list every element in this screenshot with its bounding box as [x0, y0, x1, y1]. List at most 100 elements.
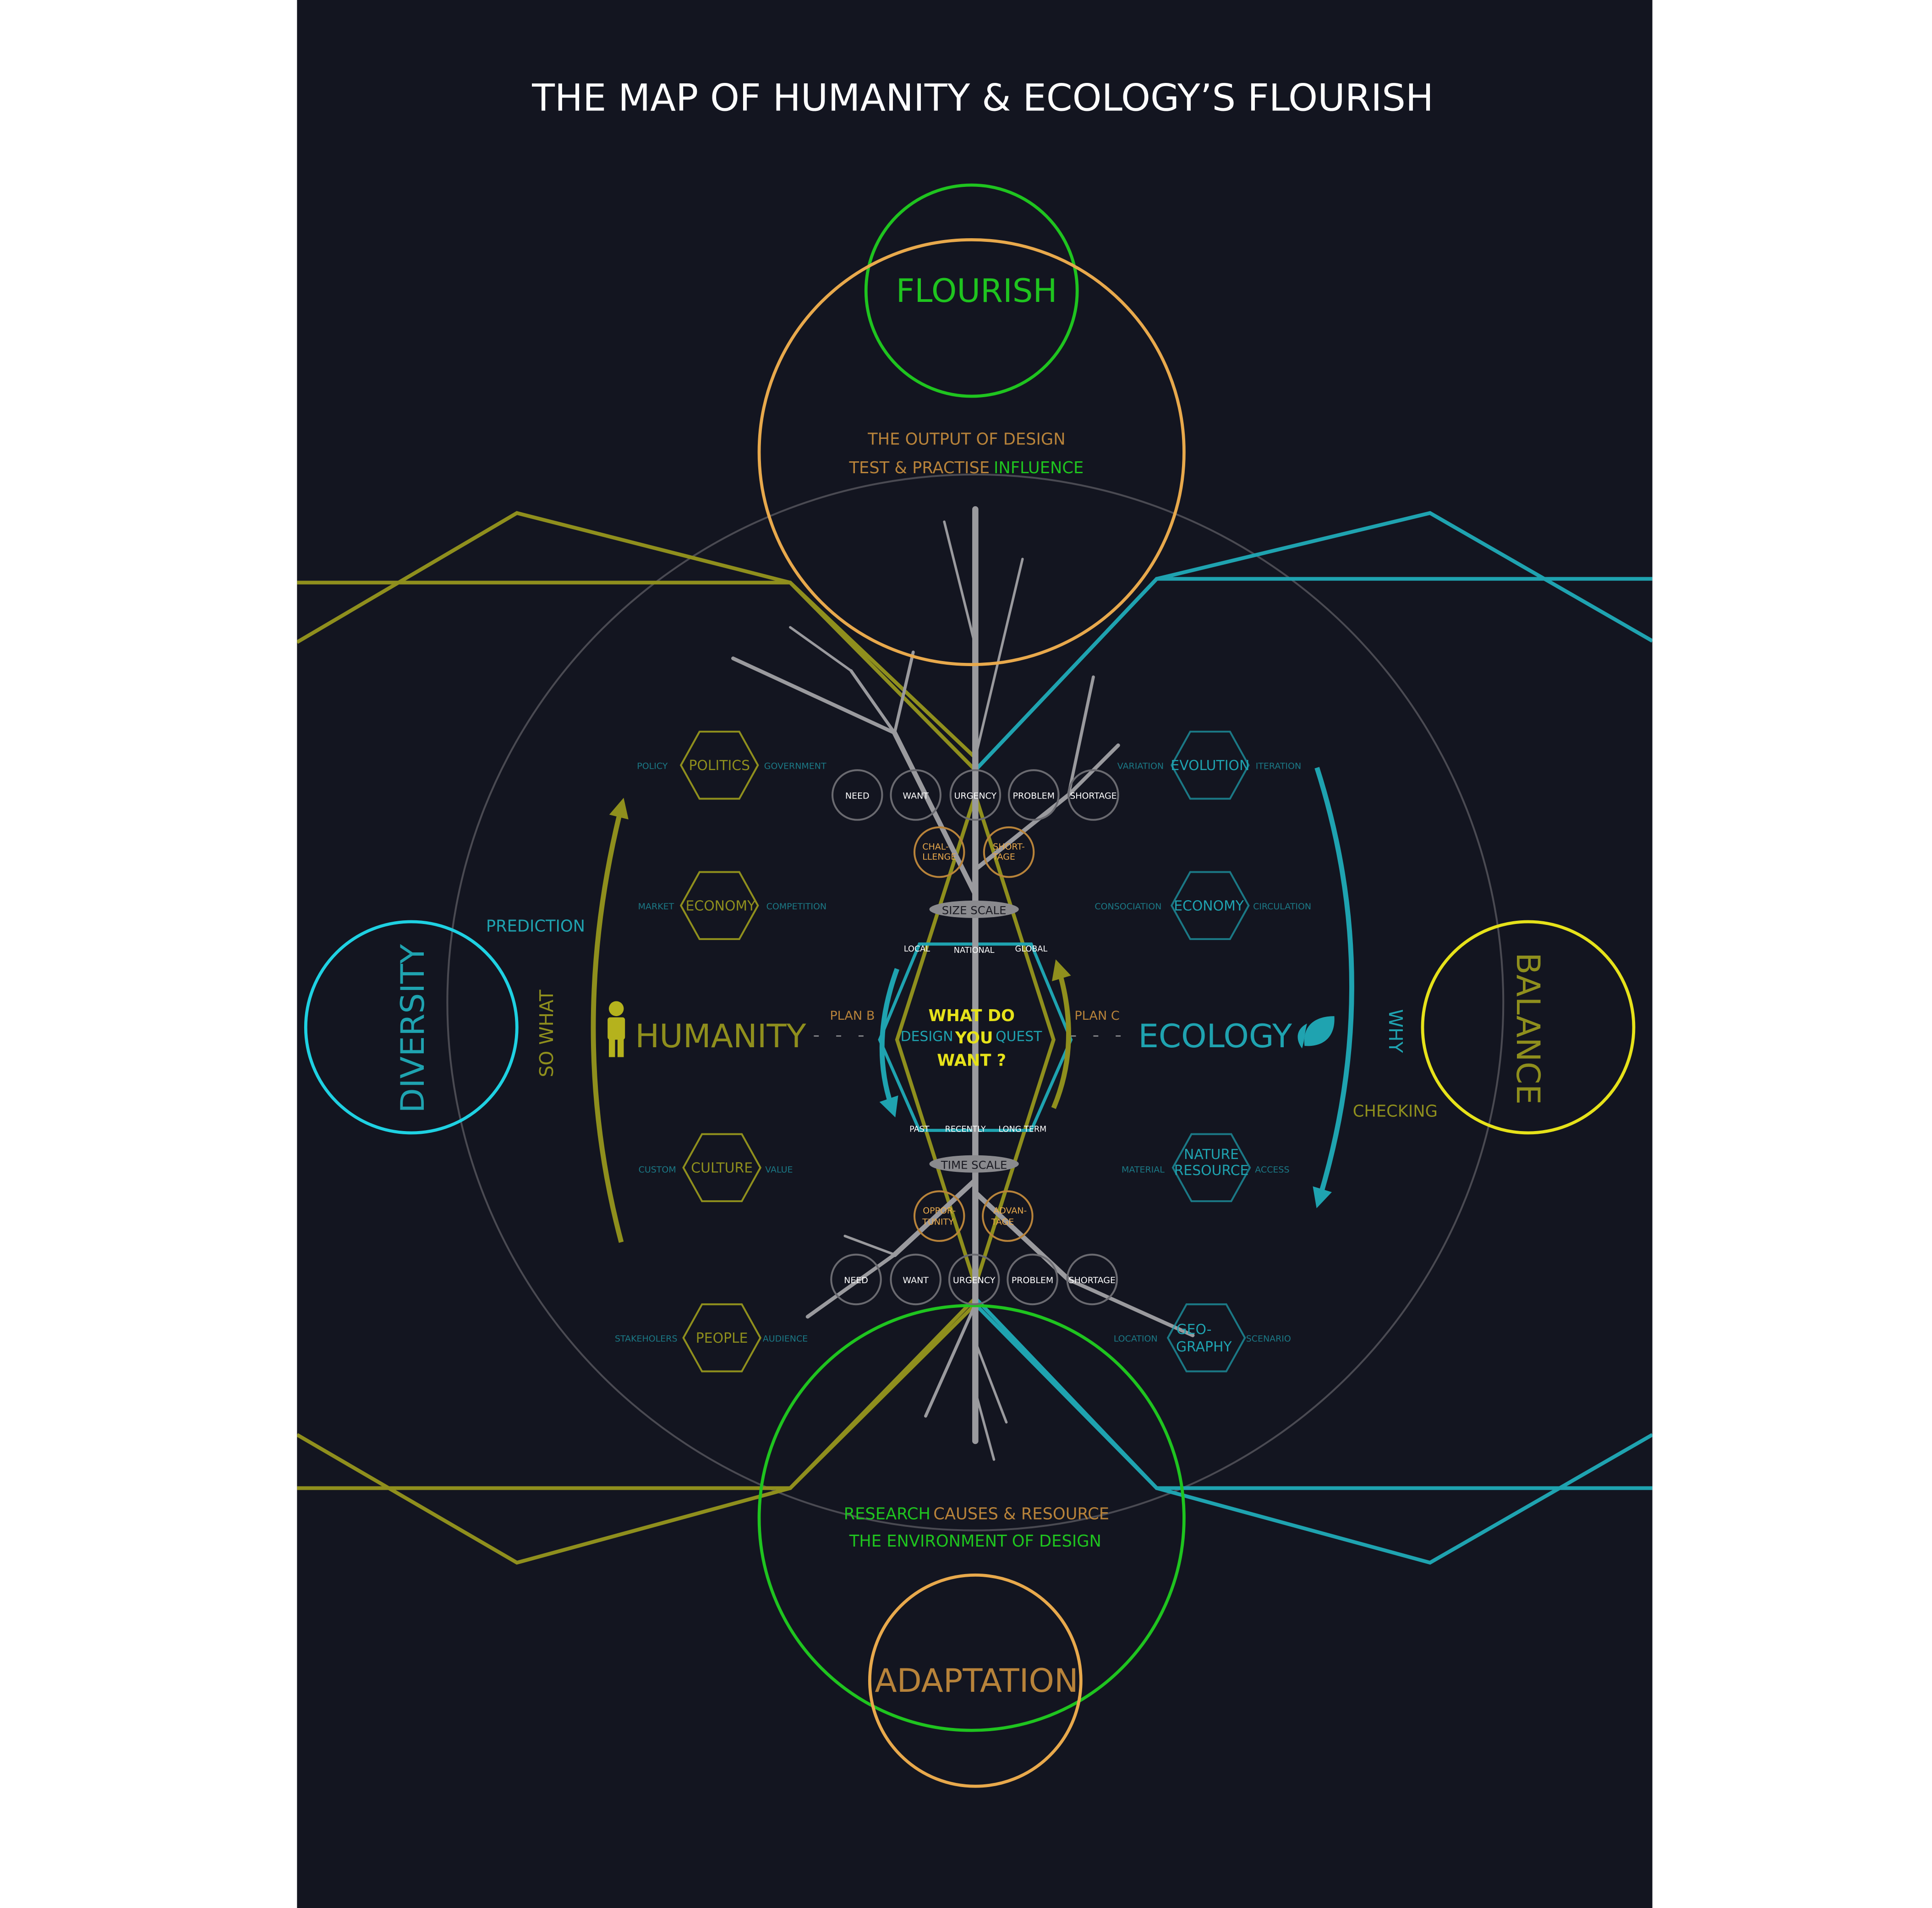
center-olive-arrow — [1051, 959, 1071, 1109]
environment-circle — [757, 1304, 1186, 1732]
balance-label: BALANCE — [1509, 952, 1547, 1104]
size-national-label: NATIONAL — [954, 946, 995, 955]
person-icon — [608, 1001, 625, 1057]
svg-text:TUNITY: TUNITY — [922, 1217, 954, 1227]
hex-people: PEOPLE STAKEHOLERS AUDIENCE — [615, 1303, 808, 1372]
size-scale-label: SIZE SCALE — [942, 904, 1007, 917]
humanity-label: HUMANITY — [635, 1017, 806, 1055]
right-teal-arrow — [1313, 767, 1354, 1208]
question-line-2: YOU — [955, 1029, 993, 1048]
svg-text:SHORT-: SHORT- — [993, 842, 1025, 852]
environment-of-design-label: THE ENVIRONMENT OF DESIGN — [849, 1532, 1101, 1551]
ecology-label: ECOLOGY — [1138, 1017, 1292, 1055]
svg-text:WANT: WANT — [903, 1275, 929, 1285]
svg-text:TAGE: TAGE — [992, 852, 1015, 862]
size-global-label: GLOBAL — [1015, 945, 1048, 954]
output-of-design-label: THE OUTPUT OF DESIGN — [867, 430, 1065, 449]
svg-text:CULTURE: CULTURE — [691, 1160, 753, 1176]
svg-text:COMPETITION: COMPETITION — [766, 902, 826, 912]
why-label: WHY — [1385, 1009, 1407, 1053]
lower-circle: NEED — [830, 1253, 882, 1306]
svg-text:ITERATION: ITERATION — [1256, 761, 1301, 771]
svg-text:STAKEHOLERS: STAKEHOLERS — [615, 1334, 678, 1344]
olive-hexagon-lower-inner — [297, 1303, 977, 1490]
svg-text:LLENGE: LLENGE — [922, 852, 956, 862]
teal-hexagon-lower — [974, 1296, 1653, 1565]
prediction-label: PREDICTION — [486, 917, 585, 936]
svg-text:TAGE: TAGE — [991, 1217, 1014, 1227]
svg-text:PROBLEM: PROBLEM — [1013, 791, 1055, 801]
svg-text:CHAL-: CHAL- — [922, 842, 949, 852]
so-what-label: SO WHAT — [536, 990, 558, 1077]
lower-circle: SHORTAGE — [1066, 1253, 1118, 1306]
svg-text:PEOPLE: PEOPLE — [696, 1330, 748, 1346]
left-hexagons: POLITICS POLICY GOVERNMENT ECONOMY MARKE… — [615, 731, 826, 1372]
svg-text:ECONOMY: ECONOMY — [686, 898, 756, 914]
adaptation-circle — [868, 1573, 1083, 1788]
page-title: THE MAP OF HUMANITY & ECOLOGY’S FLOURISH — [531, 76, 1434, 120]
right-hexagons: EVOLUTION VARIATION ITERATION ECONOMY CO… — [1095, 731, 1311, 1372]
svg-text:PROBLEM: PROBLEM — [1012, 1275, 1053, 1285]
svg-text:CIRCULATION: CIRCULATION — [1253, 902, 1311, 912]
lower-circle: WANT — [890, 1253, 941, 1306]
outer-ring — [446, 473, 1505, 1531]
svg-text:SHORTAGE: SHORTAGE — [1068, 1275, 1115, 1285]
challenge-circle: CHAL-LLENGE — [913, 826, 965, 878]
lower-circle: PROBLEM — [1007, 1253, 1058, 1306]
lower-orange-circles: OPPOR-TUNITY ADVAN-TAGE — [913, 1190, 1034, 1242]
question-line-3: WANT ? — [937, 1051, 1006, 1070]
svg-text:VARIATION: VARIATION — [1117, 761, 1164, 771]
influence-label: INFLUENCE — [994, 459, 1084, 477]
svg-text:POLICY: POLICY — [637, 761, 668, 771]
design-label: DESIGN — [901, 1028, 953, 1044]
checking-label: CHECKING — [1353, 1102, 1438, 1121]
hex-geography: GEO- GRAPHY LOCATION SCENARIO — [1114, 1303, 1291, 1372]
svg-text:CUSTOM: CUSTOM — [639, 1165, 676, 1175]
svg-text:NEED: NEED — [845, 791, 870, 801]
flourish-label: FLOURISH — [896, 272, 1057, 310]
svg-text:NATURE: NATURE — [1184, 1147, 1239, 1163]
shortage-circle: SHORT-TAGE — [983, 826, 1035, 878]
teal-hexagon-upper-inner — [974, 577, 1653, 771]
lower-circle-row: NEED WANT URGENCY PROBLEM SHORTAGE — [830, 1253, 1118, 1306]
svg-text:GRAPHY: GRAPHY — [1176, 1339, 1232, 1355]
olive-hexagon-lower — [297, 1296, 977, 1565]
upper-circle: NEED — [831, 769, 883, 821]
hex-economy-left: ECONOMY MARKET COMPETITION — [638, 871, 826, 940]
causes-resource-label: CAUSES & RESOURCE — [933, 1504, 1109, 1523]
upper-circle: WANT — [890, 769, 941, 821]
svg-text:URGENCY: URGENCY — [953, 1275, 996, 1285]
svg-text:RESOURCE: RESOURCE — [1174, 1163, 1249, 1179]
time-longterm-label: LONG TERM — [998, 1125, 1046, 1134]
svg-text:EVOLUTION: EVOLUTION — [1171, 758, 1249, 774]
olive-hexagon-upper-inner — [297, 580, 977, 760]
svg-text:AUDIENCE: AUDIENCE — [763, 1334, 808, 1344]
olive-hexagon-upper — [297, 511, 977, 772]
output-circle — [757, 238, 1186, 667]
upper-circle: URGENCY — [949, 769, 1002, 821]
upper-circle-row: NEED WANT URGENCY PROBLEM SHORTAGE — [831, 769, 1119, 821]
svg-text:WANT: WANT — [903, 791, 929, 801]
balance-circle — [1421, 920, 1636, 1135]
svg-text:POLITICS: POLITICS — [689, 758, 750, 774]
svg-text:OPPOR-: OPPOR- — [923, 1206, 956, 1216]
svg-text:SCENARIO: SCENARIO — [1246, 1334, 1291, 1344]
time-scale-pill — [929, 1155, 1019, 1173]
svg-text:ECONOMY: ECONOMY — [1174, 898, 1244, 914]
size-scale-pill — [929, 900, 1019, 918]
center-diamond-teal — [878, 942, 1073, 1132]
hex-nature-resource: NATURE RESOURCE MATERIAL ACCESS — [1122, 1133, 1290, 1203]
hex-culture: CULTURE CUSTOM VALUE — [639, 1133, 793, 1203]
size-local-label: LOCAL — [904, 945, 930, 954]
upper-circle: SHORTAGE — [1067, 769, 1119, 821]
svg-text:ACCESS: ACCESS — [1255, 1165, 1289, 1175]
diversity-label: DIVERSITY — [394, 944, 432, 1113]
hex-politics: POLITICS POLICY GOVERNMENT — [637, 731, 826, 800]
svg-text:GEO-: GEO- — [1177, 1322, 1212, 1338]
flourish-circle — [864, 183, 1079, 398]
svg-text:GOVERNMENT: GOVERNMENT — [764, 761, 826, 771]
adaptation-label: ADAPTATION — [875, 1662, 1078, 1700]
svg-text:VALUE: VALUE — [765, 1165, 793, 1175]
research-label: RESEARCH — [844, 1504, 930, 1523]
